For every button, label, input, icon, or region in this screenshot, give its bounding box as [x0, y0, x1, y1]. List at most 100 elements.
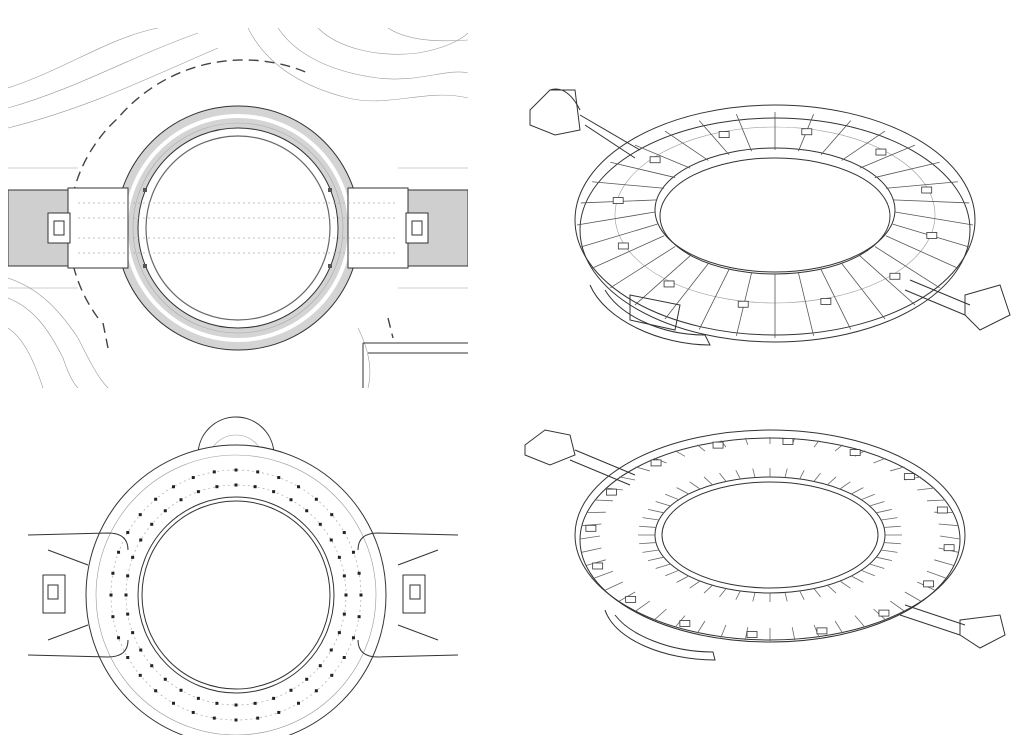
- stall-line: [642, 517, 659, 521]
- column: [139, 648, 143, 652]
- site-plan-panel: [8, 28, 468, 388]
- column: [111, 571, 115, 575]
- column: [253, 485, 257, 489]
- column: [172, 485, 175, 489]
- column: [342, 612, 346, 616]
- parked-cars: [612, 128, 938, 308]
- column: [131, 631, 135, 635]
- stall-line: [904, 591, 921, 602]
- stall-line: [851, 487, 864, 495]
- car: [820, 298, 832, 305]
- parking-axonometric-panel: [515, 420, 1020, 670]
- stall-line: [938, 523, 959, 527]
- site-plan-drawing: [8, 28, 468, 388]
- stall-line: [594, 570, 614, 579]
- stall-line: [665, 569, 679, 577]
- column: [234, 468, 238, 472]
- floor-plan-panel: [28, 415, 458, 735]
- stall-line: [655, 501, 671, 507]
- column: [191, 476, 195, 480]
- stall-line: [605, 581, 623, 591]
- column: [318, 664, 322, 668]
- car: [801, 128, 813, 136]
- beam: [892, 199, 970, 204]
- structure-axonometric-panel: [510, 80, 1020, 370]
- stall-line: [784, 468, 788, 478]
- beam: [894, 211, 974, 226]
- floor-plan-drawing: [28, 416, 458, 735]
- stall-line: [703, 584, 713, 594]
- column: [359, 593, 363, 597]
- stall-line: [861, 493, 875, 501]
- column: [357, 615, 361, 619]
- column: [342, 574, 346, 578]
- column: [318, 522, 322, 526]
- access-ramps: [28, 532, 458, 658]
- stall-line: [619, 476, 636, 481]
- car: [649, 156, 661, 164]
- beam: [580, 223, 658, 248]
- stall-line: [881, 549, 898, 553]
- car: [712, 441, 724, 449]
- car: [943, 544, 955, 552]
- column: [111, 615, 115, 619]
- column: [212, 470, 216, 474]
- column: [297, 701, 300, 705]
- stall-line: [579, 535, 601, 540]
- stall-line: [647, 556, 664, 562]
- beam: [736, 114, 752, 152]
- column: [196, 490, 200, 494]
- column: [342, 531, 346, 534]
- stall-line: [674, 450, 686, 457]
- column: [272, 490, 276, 494]
- beam: [874, 246, 940, 289]
- car: [875, 148, 887, 156]
- column: [124, 593, 128, 597]
- stall-line: [735, 590, 741, 600]
- column: [337, 555, 341, 559]
- stall-line: [799, 590, 805, 600]
- car: [878, 609, 890, 617]
- car: [923, 580, 934, 588]
- stall-line: [791, 627, 796, 641]
- stall-line: [635, 466, 650, 472]
- column: [126, 612, 130, 616]
- column: [126, 574, 130, 578]
- ring-building: [115, 105, 361, 351]
- stall-line: [883, 525, 901, 528]
- stall-line: [827, 584, 837, 594]
- car: [592, 562, 604, 570]
- column: [277, 476, 281, 480]
- beam: [859, 144, 916, 169]
- column: [314, 689, 318, 693]
- column: [215, 701, 219, 705]
- car: [889, 272, 901, 280]
- column: [196, 696, 200, 700]
- column: [212, 716, 216, 720]
- car: [737, 300, 749, 308]
- column: [342, 656, 346, 659]
- beam: [859, 255, 916, 306]
- beam: [820, 269, 852, 330]
- stall-line: [744, 437, 749, 445]
- column: [277, 710, 281, 714]
- parking-ring: [574, 429, 966, 643]
- car: [921, 186, 933, 194]
- stall-line: [676, 487, 689, 495]
- stall-line: [752, 468, 756, 478]
- stall-line: [784, 592, 788, 602]
- stall-line: [697, 444, 706, 452]
- stall-line: [720, 624, 727, 638]
- stall-line: [876, 508, 893, 514]
- stall-line: [703, 476, 713, 486]
- stall-line: [654, 608, 667, 621]
- column: [351, 636, 355, 640]
- stall-line: [883, 542, 901, 545]
- beam: [610, 161, 676, 178]
- column: [234, 483, 238, 487]
- stall-line: [594, 499, 613, 502]
- beam: [664, 130, 709, 161]
- stall-line: [939, 535, 961, 540]
- stall-line: [839, 481, 851, 490]
- stall-line: [639, 542, 657, 545]
